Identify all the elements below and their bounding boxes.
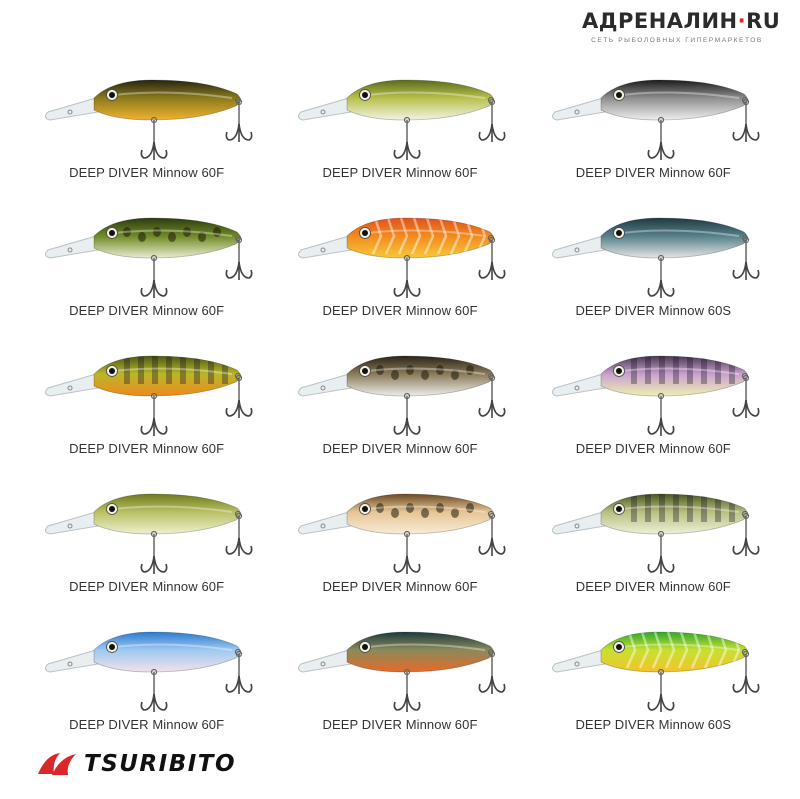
product-label: DEEP DIVER Minnow 60F [322,441,478,456]
product-card[interactable]: DEEP DIVER Minnow 60F [273,52,526,190]
product-card[interactable]: DEEP DIVER Minnow 60F [527,328,780,466]
product-label: DEEP DIVER Minnow 60F [322,303,478,318]
product-card[interactable]: DEEP DIVER Minnow 60F [20,604,273,742]
product-card[interactable]: DEEP DIVER Minnow 60S [527,190,780,328]
lure-image [551,631,760,712]
lure-image [44,493,253,574]
lure-image [44,631,253,712]
brand-logo: АДРЕНАЛИН·RU СЕТЬ РЫБОЛОВНЫХ ГИПЕРМАРКЕТ… [582,8,781,45]
lure-image [298,217,506,298]
product-label: DEEP DIVER Minnow 60F [575,165,731,180]
lure-image [551,355,760,436]
product-card[interactable]: DEEP DIVER Minnow 60F [273,328,526,466]
product-label: DEEP DIVER Minnow 60F [69,165,225,180]
product-card[interactable]: DEEP DIVER Minnow 60F [273,604,526,742]
product-label: DEEP DIVER Minnow 60F [69,717,225,732]
product-label: DEEP DIVER Minnow 60F [322,165,478,180]
product-label: DEEP DIVER Minnow 60F [69,303,225,318]
product-card[interactable]: DEEP DIVER Minnow 60S [527,604,780,742]
product-label: DEEP DIVER Minnow 60F [322,579,478,594]
lure-image [298,79,506,160]
product-card[interactable]: DEEP DIVER Minnow 60F [527,466,780,604]
product-card[interactable]: DEEP DIVER Minnow 60F [527,52,780,190]
brand-tagline: СЕТЬ РЫБОЛОВНЫХ ГИПЕРМАРКЕТОВ [591,37,763,44]
product-card[interactable]: DEEP DIVER Minnow 60F [273,190,526,328]
product-grid: DEEP DIVER Minnow 60F DEEP DIVER Minnow 6… [20,52,780,742]
product-label: DEEP DIVER Minnow 60F [69,579,225,594]
product-card[interactable]: DEEP DIVER Minnow 60F [273,466,526,604]
lure-image [44,217,253,298]
product-card[interactable]: DEEP DIVER Minnow 60F [20,52,273,190]
lure-image [44,355,253,436]
tsuribito-logo-text: TSURIBITO [84,751,237,777]
product-card[interactable]: DEEP DIVER Minnow 60F [20,328,273,466]
product-label: DEEP DIVER Minnow 60F [575,579,731,594]
lure-image [44,79,253,160]
tsuribito-logo: TSURIBITO [34,749,236,779]
lure-image [551,79,760,160]
brand-name: АДРЕНАЛИН·RU [582,9,781,33]
product-label: DEEP DIVER Minnow 60F [575,441,731,456]
lure-image [298,493,506,574]
lure-image [551,217,760,298]
product-label: DEEP DIVER Minnow 60F [69,441,225,456]
lure-image [551,493,760,574]
fish-logo-icon [38,753,76,775]
product-card[interactable]: DEEP DIVER Minnow 60F [20,190,273,328]
product-label: DEEP DIVER Minnow 60S [575,303,732,318]
product-label: DEEP DIVER Minnow 60F [322,717,478,732]
lure-image [298,631,506,712]
product-label: DEEP DIVER Minnow 60S [575,717,732,732]
product-card[interactable]: DEEP DIVER Minnow 60F [20,466,273,604]
lure-image [298,355,506,436]
